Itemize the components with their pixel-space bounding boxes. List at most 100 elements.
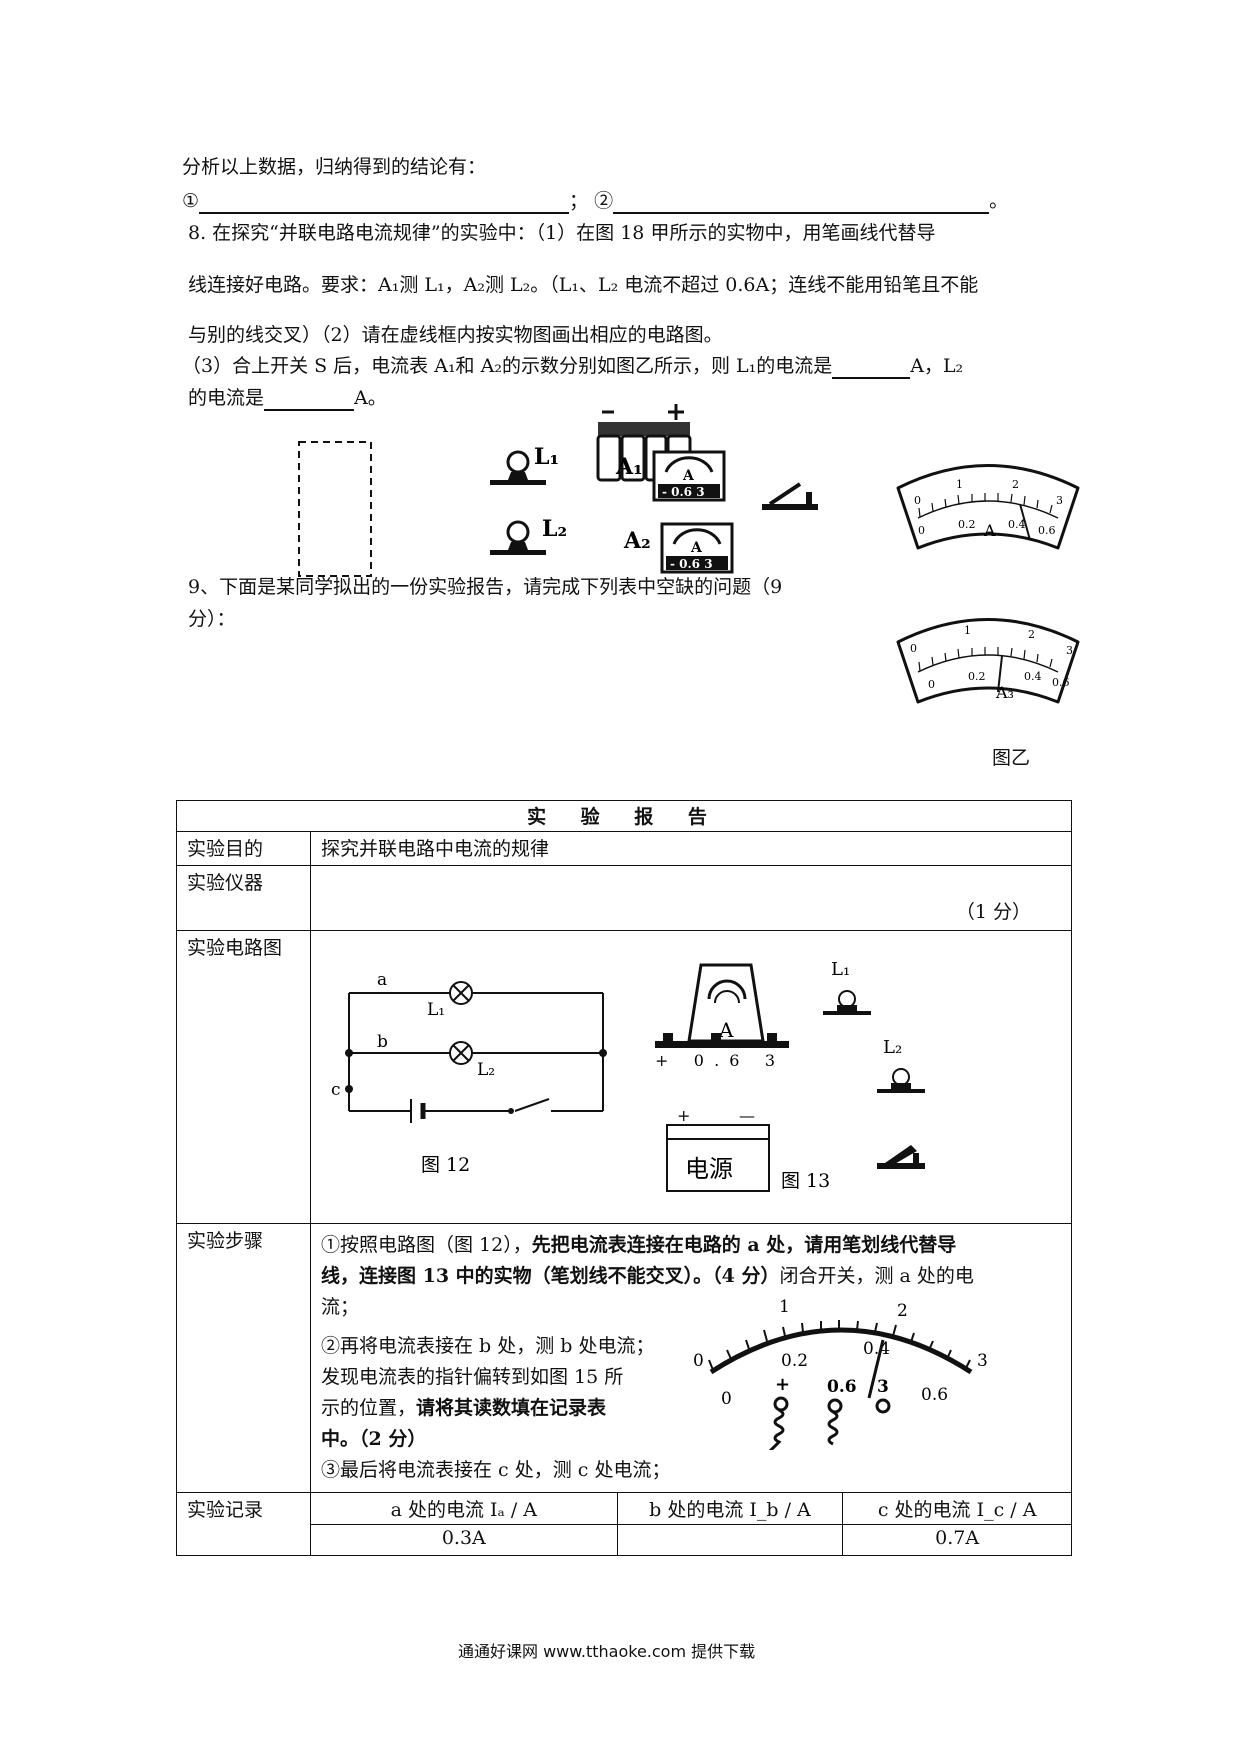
blank-mark-1: ①	[182, 190, 200, 212]
gauge-a2-bottom-0: 0	[928, 678, 935, 691]
fig12-l2-label: L₂	[477, 1060, 495, 1080]
ammeter-a1-scale: - 0.6 3	[662, 485, 705, 499]
lamp-l2-label: L₂	[542, 516, 567, 542]
fig12-l1-label: L₁	[427, 1000, 445, 1020]
circuit-label: 实验电路图	[176, 930, 311, 1224]
record-label: 实验记录	[176, 1492, 311, 1556]
gauge-a2-bottom-3: 0.6	[1052, 676, 1070, 689]
l1-current-blank[interactable]	[832, 377, 911, 379]
fig15-bottom-1: 0.2	[781, 1351, 808, 1371]
fig13-l2-label: L₂	[883, 1037, 902, 1058]
q8-line-5: 的电流是 A。	[188, 385, 387, 411]
gauge-a2-top-2: 2	[1028, 628, 1035, 641]
lamp-l2: L₂	[490, 516, 567, 555]
fig13-power-label: 电源	[685, 1155, 733, 1183]
footer-source: 通通好课网 www.tthaoke.com 提供下载	[458, 1642, 756, 1661]
gauge-a1: 0 1 2 3 0 0.2 0.4 0.6 A	[896, 464, 1080, 550]
fig13-lamp-l1: L₁	[823, 959, 871, 1015]
fig12-point-b: b	[377, 1032, 388, 1052]
q8-line-5-unit: A。	[354, 387, 387, 409]
fig15-bottom-3: 0.6	[921, 1385, 948, 1405]
fig15-terminal-plus: +	[775, 1374, 790, 1395]
record-header-b: b 处的电流 I_b / A	[616, 1492, 844, 1525]
q8-line-4: （3）合上开关 S 后，电流表 A₁和 A₂的示数分别如图乙所示，则 L₁的电流…	[182, 353, 963, 379]
gauge-a1-top-1: 1	[956, 478, 963, 491]
fig15-wire-springs	[768, 1396, 891, 1450]
fig15-bottom-2: 0.4	[863, 1339, 890, 1359]
experiment-report-table: 实 验 报 告 实验目的 探究并联电路中电流的规律 实验仪器 （1 分） 实验电…	[176, 800, 1072, 1556]
gauge-a2-top-3: 3	[1066, 644, 1073, 657]
q9-line-2: 分）：	[188, 608, 236, 630]
q8-line-4-unit: A，L₂	[910, 355, 964, 377]
ammeter-a1: A₁ A - 0.6 3	[615, 450, 726, 502]
instruments-label: 实验仪器	[176, 865, 311, 931]
report-title: 实 验 报 告	[176, 800, 1072, 832]
fig13-l1-label: L₁	[831, 959, 850, 980]
fig12-schematic	[348, 992, 604, 1112]
step-1-text-b: 先把电流表连接在电路的 a 处，请用笔划线代替导	[531, 1234, 957, 1256]
step-2-text-d: 请将其读数填在记录表	[416, 1397, 607, 1419]
ammeter-a2-letter: A	[690, 540, 703, 556]
purpose-value: 探究并联电路中电流的规律	[310, 831, 1072, 866]
q8-line-1: 8. 在探究“并联电路电流规律”的实验中：（1）在图 18 甲所示的实物中，用笔…	[188, 222, 936, 244]
q8-line-3: 与别的线交叉）（2）请在虚线框内按实物图画出相应的电路图。	[188, 324, 723, 346]
fig12-caption: 图 12	[421, 1154, 470, 1176]
lamp-l1: L₁	[490, 444, 559, 485]
fig15-terminal-3: 3	[877, 1377, 889, 1397]
steps-label: 实验步骤	[176, 1223, 311, 1493]
step-1-text-e: 流；	[321, 1296, 360, 1318]
step-2-text-e: 中。（2 分）	[321, 1428, 427, 1450]
fig13-power-supply: + — 电源	[666, 1106, 770, 1192]
fig15-bottom-0: 0	[721, 1389, 732, 1409]
q8-line-5-text: 的电流是	[188, 387, 265, 409]
gauge-a1-bottom-3: 0.6	[1038, 524, 1056, 537]
record-value-b-input[interactable]	[616, 1524, 844, 1556]
circuit-figures: a b c L₁ L₂ 图 12 A + 0.6 3	[331, 959, 925, 1192]
fig15-top-1: 1	[779, 1297, 790, 1317]
gauge-a1-unit: A	[983, 521, 996, 540]
gauge-a2-needle	[997, 655, 1003, 693]
fig12-point-a: a	[377, 970, 387, 990]
fig13-lamp-l2: L₂	[877, 1037, 925, 1093]
gauge-a2-unit: A₃	[995, 683, 1014, 702]
record-header-a: a 处的电流 Iₐ / A	[310, 1492, 618, 1525]
circuit-cell: a b c L₁ L₂ 图 12 A + 0.6 3	[310, 930, 1072, 1224]
purpose-label: 实验目的	[176, 831, 311, 866]
gauge-a1-top-0: 0	[914, 494, 921, 507]
fig-yi-caption: 图乙	[992, 747, 1031, 769]
fig15-top-3: 3	[977, 1351, 988, 1371]
fig12-point-c: c	[331, 1080, 341, 1100]
conclusion-intro: 分析以上数据，归纳得到的结论有：	[182, 156, 487, 178]
fig13-power-minus: —	[739, 1106, 755, 1125]
answer-blank-2[interactable]	[613, 212, 990, 214]
q8-line-4-text: （3）合上开关 S 后，电流表 A₁和 A₂的示数分别如图乙所示，则 L₁的电流…	[182, 355, 833, 377]
l2-current-blank[interactable]	[264, 409, 355, 411]
step-1-line-2: 线，连接图 13 中的实物（笔划线不能交叉）。（4 分）闭合开关，测 a 处的电	[321, 1261, 1061, 1292]
ammeter-a2-scale: - 0.6 3	[670, 557, 713, 571]
fig15-ammeter-dial: 0 1 2 3 0 0.2 0.4 0.6 + 0.6 3	[693, 1297, 988, 1450]
ammeter-a2: A₂ A - 0.6 3	[623, 522, 734, 574]
fig12-battery	[410, 1099, 426, 1123]
answer-blank-1[interactable]	[199, 212, 570, 214]
gauge-a1-ticks	[918, 493, 1053, 518]
gauge-a2-bottom-2: 0.4	[1024, 670, 1042, 683]
fig13-switch	[877, 1145, 925, 1169]
fig13-ammeter-scale: + 0.6 3	[655, 1051, 775, 1070]
record-value-a: 0.3A	[310, 1524, 618, 1556]
gauge-a1-top-3: 3	[1056, 494, 1063, 507]
gauge-a1-top-2: 2	[1012, 478, 1019, 491]
record-header-c: c 处的电流 I_c / A	[842, 1492, 1072, 1525]
step-1-text-d: 闭合开关，测 a 处的电	[779, 1265, 974, 1287]
steps-cell: ①按照电路图（图 12），先把电流表连接在电路的 a 处，请用笔划线代替导 线，…	[310, 1223, 1072, 1493]
switch	[762, 482, 818, 510]
gauge-a1-needle	[1019, 503, 1031, 541]
blank-end: 。	[989, 190, 1009, 212]
circuit-drawing-box[interactable]	[298, 441, 372, 577]
instruments-answer-cell[interactable]: （1 分）	[310, 865, 1072, 931]
q9-line-1: 9、下面是某同学拟出的一份实验报告，请完成下列表中空缺的问题（9	[188, 576, 783, 598]
gauge-a2-bottom-1: 0.2	[968, 670, 986, 683]
step-1-text-a: ①按照电路图（图 12），	[321, 1234, 532, 1256]
step-3-text: ③最后将电流表接在 c 处，测 c 处电流；	[321, 1459, 671, 1481]
fig15-terminal-06: 0.6	[827, 1377, 857, 1397]
ammeter-a1-label: A₁	[615, 454, 643, 480]
